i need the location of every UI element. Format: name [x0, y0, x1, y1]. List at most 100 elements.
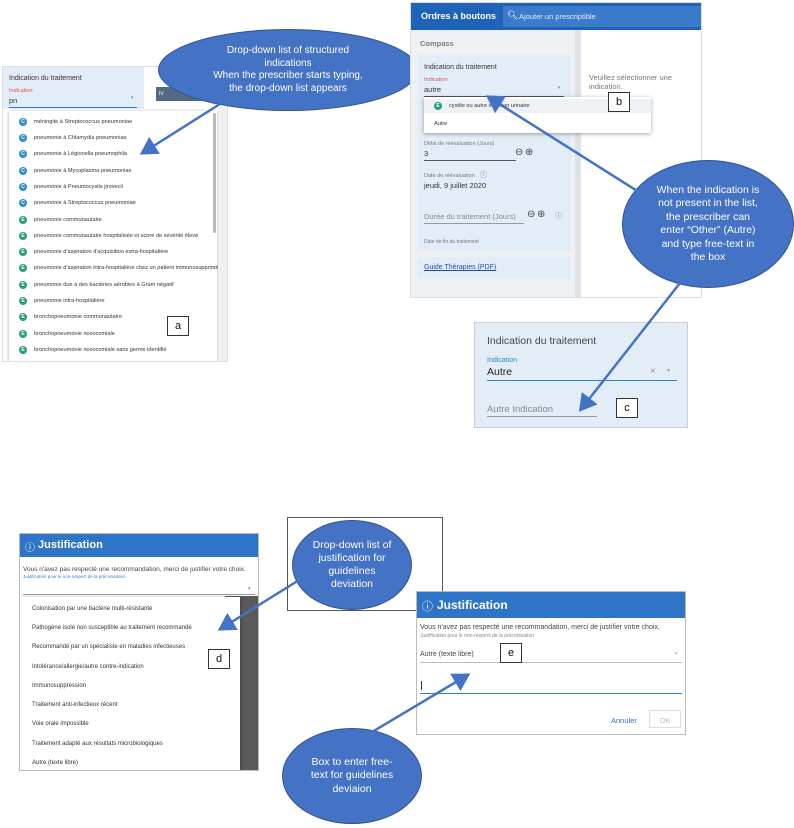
callout-top-line4: the drop-down list appears	[229, 82, 347, 94]
b-option2-text: Autre	[434, 121, 448, 127]
badge-e-icon: E	[19, 264, 27, 273]
chevron-down-icon[interactable]: ▾	[131, 95, 134, 101]
c-chevron-down-icon[interactable]: ▾	[667, 368, 671, 374]
b-indication-input[interactable]: autre	[424, 85, 442, 94]
justification-option[interactable]: Colonisation par une bactérie multi-rési…	[32, 605, 153, 612]
d-field-underline	[23, 594, 255, 595]
callout-structured-indications: Drop-down list of structured indications…	[158, 29, 418, 111]
panel-e-justification-freetext: ⓘ Justification Vous n'avez pas respecté…	[416, 591, 686, 735]
justification-option[interactable]: Traitement adapté aux résultats microbio…	[32, 740, 163, 747]
indication-option-text: pneumonie communautaire hospitalisée et …	[34, 232, 199, 239]
e-text-cursor	[421, 681, 422, 690]
badge-e-icon: E	[19, 297, 27, 306]
justification-option[interactable]: Intolérance/allergie/autre contre-indica…	[32, 663, 144, 670]
e-select-underline	[420, 662, 682, 663]
d-message: Vous n'avez pas respecté une recommandat…	[23, 566, 246, 573]
b-chevron-down-icon[interactable]: ▾	[558, 85, 561, 91]
ok-button[interactable]: OK	[649, 710, 681, 728]
justification-option[interactable]: Pathogène isolé non susceptible au trait…	[32, 624, 192, 631]
d-option-list: Colonisation par une bactérie multi-rési…	[20, 597, 240, 770]
scrollbar[interactable]	[213, 113, 216, 233]
label-a: a	[167, 316, 189, 336]
e-justification-select[interactable]: Autre (texte libre)	[420, 651, 474, 658]
e-info-icon: ⓘ	[422, 601, 433, 613]
e-chevron-down-icon[interactable]: ▾	[675, 651, 678, 657]
badge-c-icon: C	[19, 166, 27, 175]
duration-field[interactable]: Durée du traitement (Jours)	[424, 212, 516, 221]
panel-c-other-indication: Indication du traitement Indication Autr…	[474, 322, 688, 428]
other-indication-input[interactable]: Autre Indication	[487, 404, 554, 415]
badge-c-icon: C	[19, 150, 27, 159]
minus-icon[interactable]: ⊖	[515, 147, 524, 158]
duration-info-icon: ⓘ	[555, 213, 562, 220]
indication-option-text: bronchopneumonie nosocomiale sans germe …	[34, 346, 167, 353]
b-indication-label: Indication	[424, 77, 448, 83]
c-title: Indication du traitement	[487, 335, 597, 347]
reval-input[interactable]: 3	[424, 149, 429, 158]
side-tag-text: IV	[159, 91, 164, 97]
justification-option[interactable]: Immunosuppression	[32, 682, 87, 689]
indication-option-text: pneumonie communautaire	[34, 216, 102, 223]
e-freetext-input[interactable]	[420, 678, 682, 694]
card-title: Indication du traitement	[424, 64, 497, 71]
callout-bottom-line3: deviaion	[332, 782, 372, 795]
callout-right-line4: enter “Other” (Autre)	[660, 224, 756, 236]
justification-option[interactable]: Voie orale impossible	[32, 721, 89, 728]
badge-e-icon: E	[19, 313, 27, 322]
badge-c-icon: C	[19, 117, 27, 126]
e-title: Justification	[437, 598, 508, 612]
duration-minus-icon[interactable]: ⊖	[527, 209, 536, 220]
guide-link[interactable]: Guide Thérapies (PDF)	[424, 264, 497, 271]
b-option-autre[interactable]: Autre	[424, 117, 651, 131]
callout-mid-line2: justification for	[318, 552, 386, 564]
label-c: c	[616, 398, 638, 418]
callout-mid-line1: Drop-down list of	[312, 539, 392, 551]
d-title: Justification	[38, 539, 103, 551]
search-bar[interactable]	[503, 6, 701, 27]
e-header	[417, 592, 685, 618]
d-info-icon: ⓘ	[25, 543, 35, 554]
callout-bottom-line2: text for guidelines	[310, 769, 394, 782]
indication-card-title: Indication du traitement	[9, 75, 82, 82]
duration-plus-icon[interactable]: ⊕	[537, 209, 546, 220]
d-chevron-down-icon[interactable]: ▾	[248, 586, 251, 592]
c-indication-input[interactable]: Autre	[487, 366, 513, 378]
indication-field-label: Indication	[9, 88, 33, 94]
justification-option[interactable]: Traitement anti-infectieux récent	[32, 702, 118, 709]
justification-option[interactable]: Autre (texte libre)	[32, 760, 79, 767]
plus-icon[interactable]: ⊕	[525, 147, 534, 158]
search-icon: 🔍︎	[507, 10, 519, 20]
callout-freetext-box: Box to enter free- text for guidelines d…	[282, 728, 422, 824]
indication-option-text: pneumonie d'aspiration intra-hospitalièr…	[34, 265, 219, 272]
indication-input[interactable]: pn	[9, 96, 18, 105]
header-title: Ordres à boutons	[421, 11, 497, 21]
callout-right-line2: not present in the list,	[658, 197, 758, 209]
justification-option[interactable]: Recommandé par un spécialiste en maladie…	[32, 644, 186, 651]
clear-icon[interactable]: ×	[650, 366, 656, 377]
callout-justification-list: Drop-down list of justification for guid…	[292, 520, 412, 610]
badge-c-icon: C	[19, 134, 27, 143]
label-b: b	[608, 92, 630, 112]
cancel-button[interactable]: Annuler	[611, 716, 637, 725]
indication-option-text: pneumonie due à des bactéries aérobies à…	[34, 281, 174, 288]
badge-c-icon: C	[19, 182, 27, 191]
badge-e-icon: E	[19, 248, 27, 257]
indication-option-text: pneumonie d'aspiration d'acquisition ext…	[34, 249, 169, 256]
indication-option-text: méningite à Streptococcus pneumoniae	[34, 118, 133, 125]
search-placeholder: Ajouter un prescriptible	[519, 12, 596, 21]
